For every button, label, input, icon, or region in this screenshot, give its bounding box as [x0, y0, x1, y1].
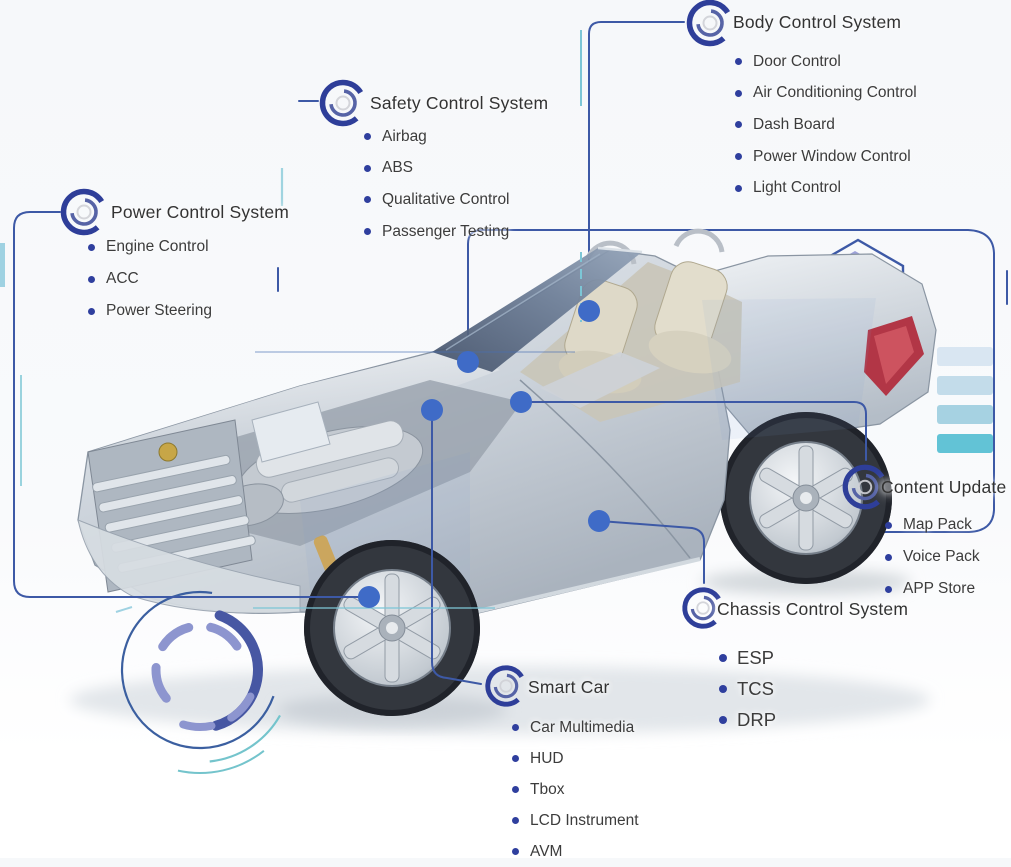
bullet-icon [885, 585, 892, 593]
bullet-icon [512, 848, 519, 855]
system-title: Safety Control System [370, 93, 549, 113]
list-item: ESP [719, 642, 776, 673]
safety-control-system-icon [316, 76, 370, 130]
chassis-control-system-icon [679, 584, 727, 632]
smart-connector [431, 409, 482, 685]
system-title: Power Control System [111, 202, 290, 222]
bullet-icon [719, 715, 727, 724]
rocker-chrome [469, 557, 701, 615]
bullet-icon [364, 196, 371, 204]
list-item: Qualitative Control [364, 184, 510, 216]
power-control-system-icon [57, 185, 111, 239]
radar-arcs [96, 566, 304, 774]
system-item-list: Map Pack Voice Pack APP Store [885, 509, 980, 605]
chassis-connector [599, 520, 705, 584]
system-item-list: Door Control Air Conditioning Control Da… [735, 46, 917, 204]
right-frame-line [467, 229, 995, 533]
body-control-system-icon [683, 0, 737, 50]
cockpit [520, 228, 742, 422]
brand-emblem [158, 442, 178, 462]
front-wheel [304, 540, 480, 716]
smart-car-icon [482, 662, 530, 710]
system-item-list: Car Multimedia HUD Tbox LCD Instrument A… [512, 712, 639, 867]
car-shadow [70, 666, 930, 734]
list-item: Airbag [364, 121, 510, 153]
bullet-icon [885, 521, 892, 529]
signal-bars [937, 347, 993, 453]
bullet-icon [88, 275, 95, 283]
bullet-icon [88, 307, 95, 315]
list-item: TCS [719, 673, 776, 704]
connector-lines [13, 211, 867, 685]
system-title: Body Control System [733, 12, 902, 32]
connection-dot [578, 300, 600, 322]
bullet-icon [885, 553, 892, 561]
list-item: HUD [512, 743, 639, 774]
list-item: Car Multimedia [512, 712, 639, 743]
bullet-icon [512, 755, 519, 762]
power-connector [13, 211, 361, 598]
connection-dot [421, 399, 443, 421]
system-item-list: ESP TCS DRP [719, 642, 776, 735]
front-bumper-lip [77, 519, 301, 614]
list-item: Map Pack [885, 509, 980, 541]
bullet-icon [512, 817, 519, 824]
system-title: Smart Car [528, 677, 610, 697]
system-item-list: Airbag ABS Qualitative Control Passenger… [364, 121, 510, 247]
windshield [432, 246, 643, 372]
bullet-icon [735, 153, 742, 161]
content-update-icon [839, 461, 891, 513]
bullet-icon [735, 89, 742, 97]
system-item-list: Engine Control ACC Power Steering [88, 231, 212, 327]
bullet-icon [364, 164, 371, 172]
bullet-icon [88, 243, 95, 251]
list-item: Engine Control [88, 231, 212, 263]
list-item: Power Window Control [735, 141, 917, 173]
connection-dot [588, 510, 610, 532]
system-title: Content Update [881, 477, 1007, 497]
connection-dot [358, 586, 380, 608]
list-item: Power Steering [88, 295, 212, 327]
connection-dot [457, 351, 479, 373]
list-item: Door Control [735, 46, 917, 78]
list-item: Light Control [735, 172, 917, 204]
rear-wheel [720, 412, 892, 584]
content-connector [520, 401, 867, 461]
list-item: LCD Instrument [512, 805, 639, 836]
list-item: Dash Board [735, 109, 917, 141]
car-body [70, 228, 937, 734]
list-item: APP Store [885, 573, 980, 605]
list-item: Air Conditioning Control [735, 78, 917, 110]
left-edge-ticks [0, 168, 284, 486]
bullet-icon [364, 133, 371, 141]
list-item: AVM [512, 836, 639, 867]
system-title: Chassis Control System [717, 599, 909, 619]
connection-dot [510, 391, 532, 413]
bullet-icon [719, 684, 727, 693]
bullet-icon [735, 184, 742, 192]
bullet-icon [735, 58, 742, 66]
body-control-connector [588, 21, 685, 306]
connection-dots [358, 300, 610, 608]
bullet-icon [512, 724, 519, 731]
bullet-icon [364, 228, 371, 236]
list-item: Voice Pack [885, 541, 980, 573]
list-item: Passenger Testing [364, 216, 510, 248]
headlight [251, 401, 331, 463]
list-item: DRP [719, 704, 776, 735]
list-item: Tbox [512, 774, 639, 805]
bullet-icon [719, 653, 727, 662]
bullet-icon [512, 786, 519, 793]
list-item: ABS [364, 153, 510, 185]
bullet-icon [735, 121, 742, 129]
list-item: ACC [88, 263, 212, 295]
